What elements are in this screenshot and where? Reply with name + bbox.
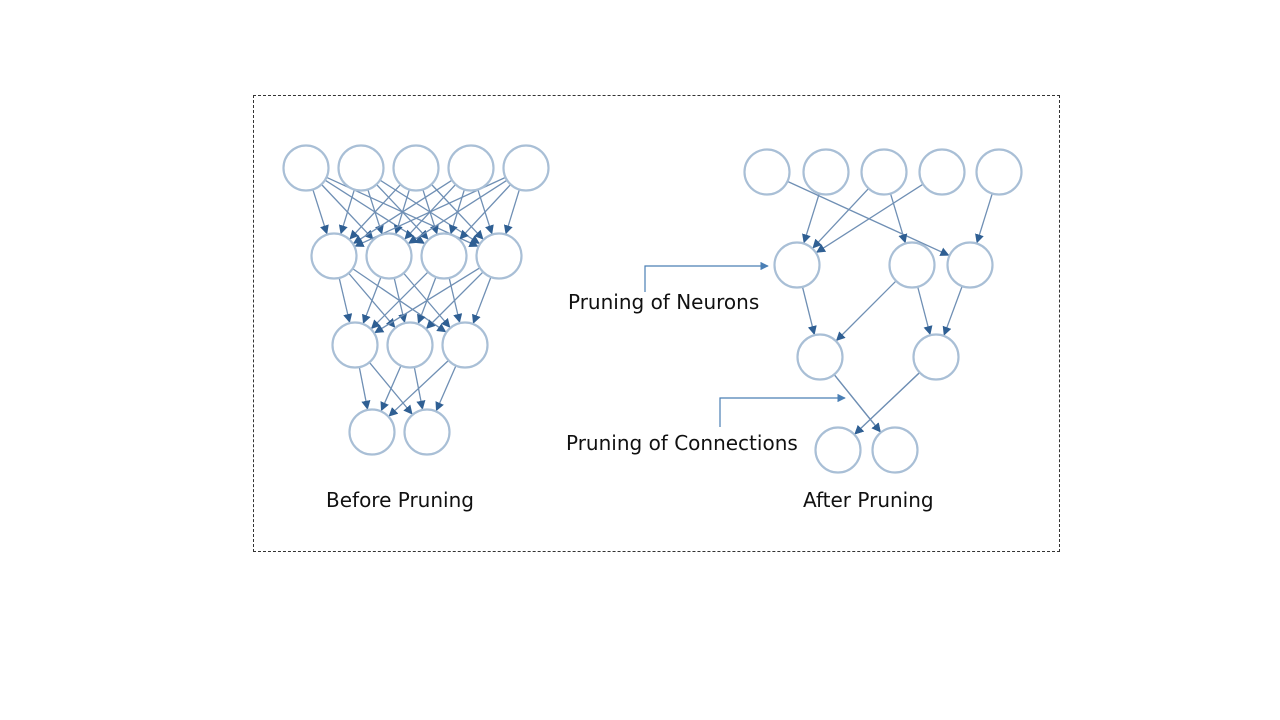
after-connection [942, 285, 963, 336]
before-connection [349, 184, 402, 240]
pruning-neurons-callout-line [644, 261, 769, 292]
before-connection [338, 277, 353, 324]
after-neuron [918, 148, 966, 196]
after-neuron [975, 148, 1023, 196]
pruning-connections-callout-line [719, 393, 846, 427]
before-connection [374, 267, 481, 334]
after-neuron [814, 426, 862, 474]
before-connection [472, 276, 492, 324]
before-neuron [392, 144, 440, 192]
before-neuron [282, 144, 330, 192]
after-connection [833, 374, 881, 433]
before-connection [435, 365, 457, 412]
before-neuron [441, 321, 489, 369]
after-connection [812, 187, 870, 249]
after-connection [917, 286, 933, 336]
after-neuron [946, 241, 994, 289]
after-connection [816, 183, 924, 253]
before-neuron [337, 144, 385, 192]
before-pruning-caption: Before Pruning [326, 488, 474, 512]
before-connection [503, 189, 521, 235]
after-neuron [860, 148, 908, 196]
before-network-neurons [282, 144, 550, 456]
before-connection [388, 359, 450, 417]
after-neuron [871, 426, 919, 474]
after-connection [889, 193, 908, 244]
before-neuron [475, 232, 523, 280]
after-neuron [912, 333, 960, 381]
before-neuron [365, 232, 413, 280]
before-connection [408, 179, 508, 244]
after-neuron [773, 241, 821, 289]
before-network-connections [312, 176, 521, 417]
after-connection [854, 372, 921, 435]
pruning-of-connections-label: Pruning of Connections [566, 431, 798, 455]
after-neuron [802, 148, 850, 196]
after-pruning-caption: After Pruning [803, 488, 934, 512]
before-neuron [447, 144, 495, 192]
after-connection [801, 286, 817, 336]
before-neuron [386, 321, 434, 369]
before-connection [380, 365, 402, 412]
after-connection [787, 180, 950, 256]
before-neuron [420, 232, 468, 280]
before-connection [353, 179, 453, 244]
after-neuron [743, 148, 791, 196]
before-connection [362, 276, 382, 324]
after-connection [975, 193, 993, 244]
before-connection [312, 189, 329, 235]
after-connection [802, 193, 820, 244]
after-neuron [796, 333, 844, 381]
before-neuron [502, 144, 550, 192]
before-connection [338, 189, 356, 235]
after-network-neurons [743, 148, 1023, 474]
before-connection [358, 366, 371, 410]
before-connection [370, 271, 429, 330]
after-network-connections [787, 180, 993, 435]
before-connection [425, 271, 484, 330]
before-neuron [310, 232, 358, 280]
after-neuron [888, 241, 936, 289]
pruning-of-neurons-label: Pruning of Neurons [568, 290, 760, 314]
before-connection [459, 184, 512, 240]
before-neuron [348, 408, 396, 456]
after-connection [835, 280, 897, 342]
dashed-frame [253, 95, 1060, 552]
before-neuron [331, 321, 379, 369]
before-neuron [403, 408, 451, 456]
